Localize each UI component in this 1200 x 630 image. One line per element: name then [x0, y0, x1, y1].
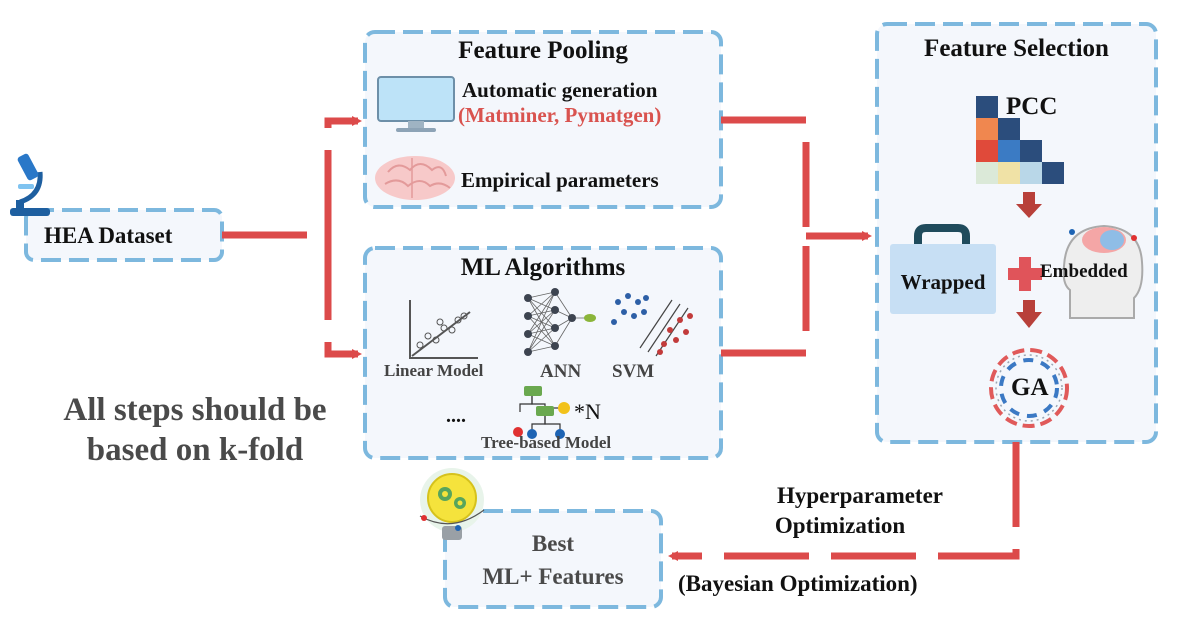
- arrow-split-to-ml: [324, 235, 362, 359]
- microscope-icon: [10, 153, 50, 216]
- hyperparameter-label: Hyperparameter: [776, 483, 944, 508]
- down-arrow-icon: [1016, 192, 1042, 218]
- lightbulb-gears-icon: [419, 468, 485, 540]
- k-fold-note-line2: based on k-fold: [86, 432, 304, 468]
- connector-arrows: [222, 116, 1020, 561]
- feature-pooling-title: Feature Pooling: [458, 37, 628, 64]
- tree-model-label: Tree-based Model: [481, 433, 612, 452]
- arrow-selection-to-best: [668, 442, 1020, 561]
- arrow-ml-to-merge: [721, 236, 810, 357]
- ga-label: GA: [1011, 374, 1049, 401]
- ann-label: ANN: [540, 361, 582, 382]
- auto-generation-label: Automatic generation: [462, 78, 658, 102]
- hea-dataset-label: HEA Dataset: [44, 223, 173, 248]
- k-fold-note-line1: All steps should be: [63, 392, 327, 428]
- plus-icon: [1008, 257, 1042, 291]
- embedded-label: Embedded: [1040, 261, 1128, 282]
- brain-icon: [375, 156, 455, 200]
- decision-tree-icon: [513, 386, 570, 439]
- bayesian-optimization-label: (Bayesian Optimization): [678, 571, 918, 596]
- neural-network-icon: [524, 288, 596, 356]
- best-label: Best: [531, 531, 575, 556]
- empirical-parameters-label: Empirical parameters: [461, 168, 659, 192]
- svm-scatter-icon: [611, 293, 693, 357]
- pcc-label: PCC: [1006, 93, 1058, 120]
- ml-features-label: ML+ Features: [482, 564, 624, 589]
- ellipsis-label: ....: [446, 405, 466, 427]
- arrow-pooling-to-merge: [721, 116, 810, 236]
- down-arrow-icon: [1016, 300, 1042, 328]
- svm-label: SVM: [612, 361, 655, 382]
- wrapped-label: Wrapped: [900, 270, 986, 294]
- dna-ring-icon: [989, 348, 1069, 428]
- linear-model-label: Linear Model: [384, 361, 484, 380]
- best-features-box: [443, 509, 663, 609]
- repeat-label: *N: [574, 399, 601, 424]
- linear-plot-icon: [409, 300, 478, 359]
- auto-tools-label: (Matminer, Pymatgen): [458, 103, 662, 127]
- head-brain-icon: [1062, 224, 1144, 319]
- optimization-label: Optimization: [774, 513, 906, 538]
- monitor-icon: [377, 76, 455, 132]
- arrow-split-to-pooling: [324, 116, 362, 235]
- correlation-matrix-icon: [976, 96, 1064, 184]
- feature-selection-title: Feature Selection: [924, 35, 1109, 62]
- ml-algorithms-box: [363, 246, 723, 460]
- ml-algorithms-title: ML Algorithms: [460, 254, 626, 281]
- briefcase-icon: [890, 224, 996, 314]
